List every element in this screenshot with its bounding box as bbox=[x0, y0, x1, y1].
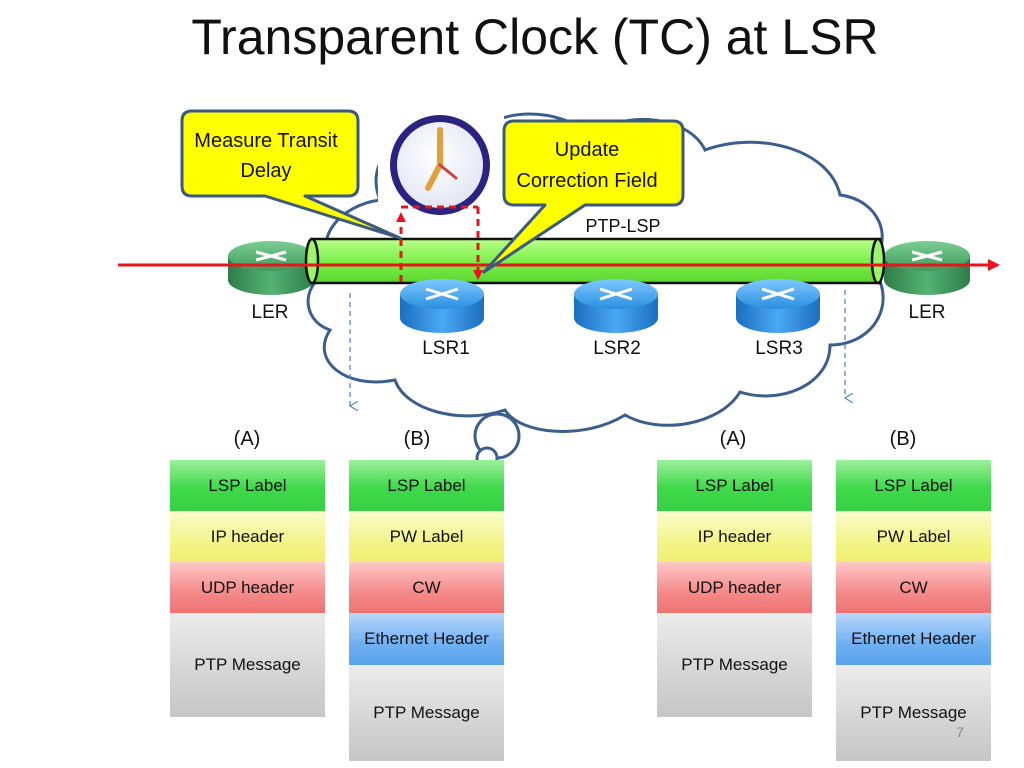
lsr3-label: LSR3 bbox=[755, 338, 803, 359]
ler-router-right-icon bbox=[884, 241, 970, 295]
stack-layer: UDP header bbox=[170, 562, 325, 613]
protocol-stack-b-right: LSP Label PW Label CW Ethernet Header PT… bbox=[836, 460, 991, 761]
callout-measure-transit-delay: Measure Transit Delay bbox=[180, 109, 402, 240]
stack-layer: PW Label bbox=[349, 511, 504, 562]
callout-update-correction-field: Update Correction Field bbox=[482, 119, 685, 274]
stack-layer: CW bbox=[349, 562, 504, 613]
stack-layer: LSP Label bbox=[349, 460, 504, 511]
stack-layer: CW bbox=[836, 562, 991, 613]
protocol-stack-a-right: LSP Label IP header UDP header PTP Messa… bbox=[657, 460, 812, 717]
stack-title: (A) bbox=[233, 428, 261, 450]
protocol-stack-a-left: LSP Label IP header UDP header PTP Messa… bbox=[170, 460, 325, 717]
slide-title: Transparent Clock (TC) at LSR bbox=[191, 9, 879, 65]
stack-layer: UDP header bbox=[657, 562, 812, 613]
callout-update-line2: Correction Field bbox=[516, 170, 657, 192]
stack-layer: Ethernet Header bbox=[836, 613, 991, 665]
stack-layer: PTP Message bbox=[836, 665, 991, 761]
lsr2-label: LSR2 bbox=[593, 338, 641, 359]
stack-layer: PTP Message bbox=[170, 613, 325, 717]
clock-icon bbox=[378, 110, 504, 215]
stack-title: (A) bbox=[719, 428, 747, 450]
lsr3-router-icon bbox=[736, 279, 820, 333]
callout-measure-line1: Measure Transit bbox=[194, 130, 338, 152]
stack-layer: PW Label bbox=[836, 511, 991, 562]
stack-layer: LSP Label bbox=[657, 460, 812, 511]
ler-left-label: LER bbox=[252, 302, 289, 323]
stack-layer: PTP Message bbox=[657, 613, 812, 717]
ler-router-left-icon bbox=[228, 241, 314, 295]
lsr1-label: LSR1 bbox=[422, 338, 470, 359]
callout-update-line1: Update bbox=[555, 139, 620, 161]
stack-layer: LSP Label bbox=[836, 460, 991, 511]
stack-layer: Ethernet Header bbox=[349, 613, 504, 665]
stack-layer: LSP Label bbox=[170, 460, 325, 511]
ptp-lsp-label: PTP-LSP bbox=[585, 216, 660, 236]
stack-layer: PTP Message bbox=[349, 665, 504, 761]
callout-measure-line2: Delay bbox=[240, 160, 291, 182]
stack-layer: IP header bbox=[170, 511, 325, 562]
lsr1-router-icon bbox=[400, 279, 484, 333]
page-number: 7 bbox=[956, 724, 964, 740]
protocol-stack-b-left: LSP Label PW Label CW Ethernet Header PT… bbox=[349, 460, 504, 761]
lsr2-router-icon bbox=[574, 279, 658, 333]
stack-layer: IP header bbox=[657, 511, 812, 562]
stack-title: (B) bbox=[889, 428, 917, 450]
ler-right-label: LER bbox=[909, 302, 946, 323]
ptp-lsp-tube bbox=[304, 237, 886, 285]
transit-delay-marker bbox=[396, 205, 483, 282]
stack-title: (B) bbox=[403, 428, 431, 450]
